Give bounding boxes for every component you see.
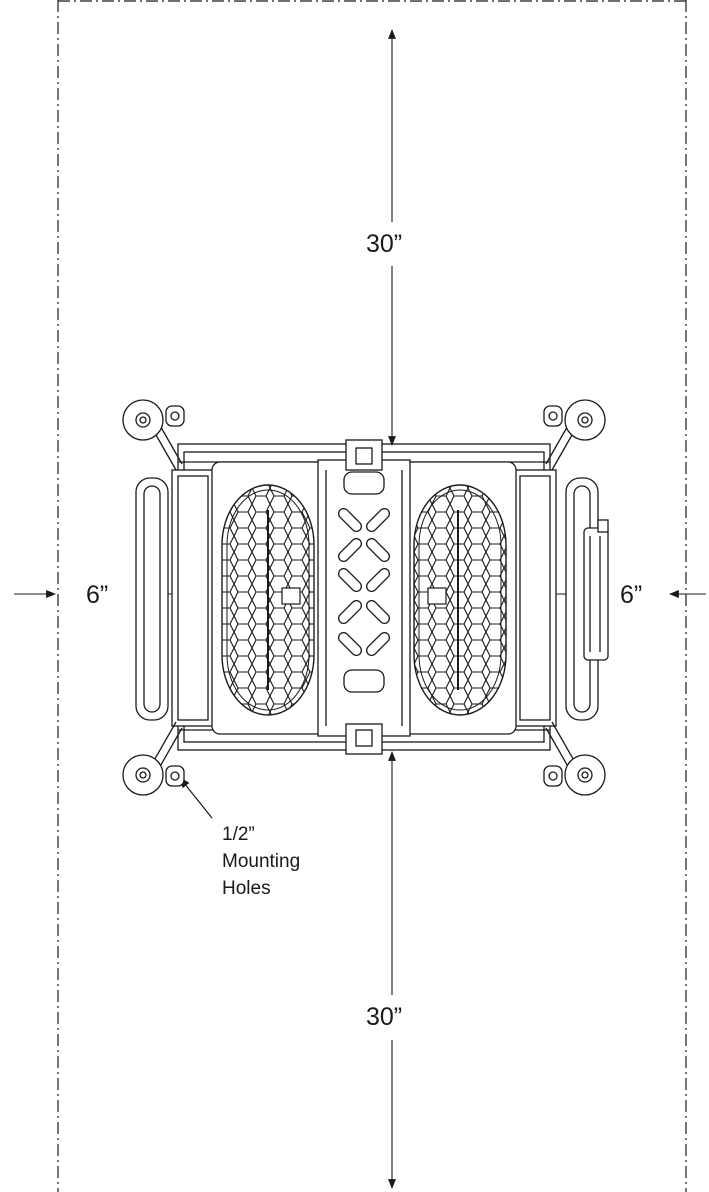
top-clearance-label: 30” bbox=[366, 229, 403, 259]
mounting-hole bbox=[170, 771, 180, 781]
equipment-body bbox=[135, 439, 609, 755]
left-clearance-label: 6” bbox=[86, 580, 109, 610]
caster-bottom-right bbox=[543, 754, 606, 796]
caster-top-right bbox=[543, 399, 606, 441]
center-slots bbox=[337, 507, 391, 657]
right-grill bbox=[413, 484, 507, 716]
mounting-holes-callout: 1/2” Mounting Holes bbox=[222, 821, 300, 902]
callout-line3: Holes bbox=[222, 878, 271, 899]
callout-size: 1/2” bbox=[222, 824, 255, 845]
callout-line2: Mounting bbox=[222, 851, 301, 872]
mounting-hole-leader bbox=[179, 777, 213, 819]
caster-bottom-left bbox=[122, 754, 185, 796]
clearance-boundary bbox=[57, 0, 687, 1192]
caster-top-left bbox=[122, 399, 185, 441]
right-clearance-label: 6” bbox=[620, 580, 643, 610]
bottom-clearance-label: 30” bbox=[366, 1002, 403, 1032]
left-grill bbox=[221, 484, 315, 716]
